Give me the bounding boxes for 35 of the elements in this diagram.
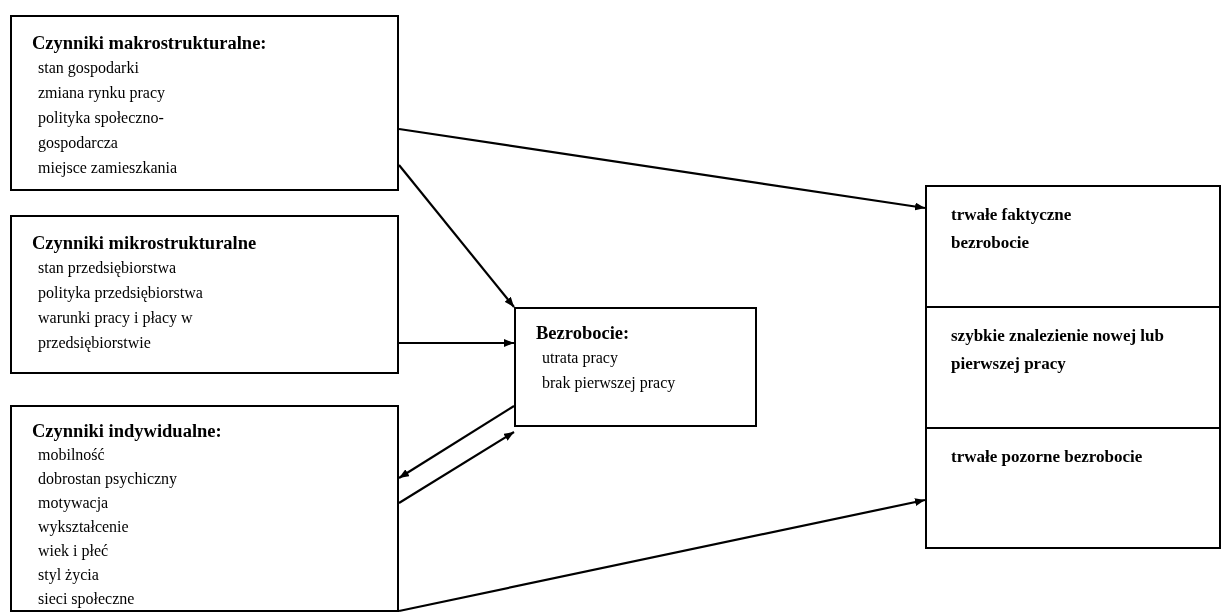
arrow [398, 431, 515, 504]
list-item: mobilność [38, 445, 105, 465]
box-heading: trwałe pozorne bezrobocie [951, 446, 1143, 468]
list-item: motywacja [38, 493, 109, 514]
arrow [398, 164, 515, 308]
box-heading: Czynniki makrostrukturalne: [32, 32, 267, 55]
box-heading: Czynniki indywidualne: [32, 420, 222, 443]
box-heading: szybkie znalezienie nowej lub pierwszej pracy [951, 325, 1165, 375]
list-item: polityka przedsiębiorstwa [38, 283, 203, 304]
factor-box [10, 15, 399, 191]
list-item: stan gospodarki [38, 58, 139, 79]
box-heading: Czynniki mikrostrukturalne [32, 232, 257, 255]
outcome-box [925, 185, 1221, 308]
list-item: zmiana rynku pracy [38, 83, 166, 104]
list-item: wykształcenie [38, 517, 129, 538]
box-heading: trwałe faktyczne bezrobocie [951, 204, 1073, 254]
list-item: miejsce zamieszkania [38, 158, 178, 179]
outcome-box [925, 306, 1221, 429]
factor-box [10, 405, 399, 612]
list-item: dobrostan psychiczny [38, 469, 178, 490]
list-item: brak pierwszej pracy [542, 373, 676, 394]
arrow [398, 498, 926, 613]
list-item: utrata pracy [542, 348, 618, 369]
outcome-box [925, 427, 1221, 549]
arrow [398, 405, 515, 479]
list-item: warunki pracy i płacy w przedsiębiorstwie [38, 308, 194, 354]
list-item: sieci społeczne [38, 589, 135, 610]
factor-box [10, 215, 399, 374]
list-item: stan przedsiębiorstwa [38, 258, 177, 279]
list-item: styl życia [38, 565, 99, 586]
list-item: wiek i płeć [38, 541, 109, 562]
arrow [399, 339, 514, 347]
box-heading: Bezrobocie: [536, 322, 630, 345]
arrow [398, 127, 926, 211]
factor-box [514, 307, 757, 427]
